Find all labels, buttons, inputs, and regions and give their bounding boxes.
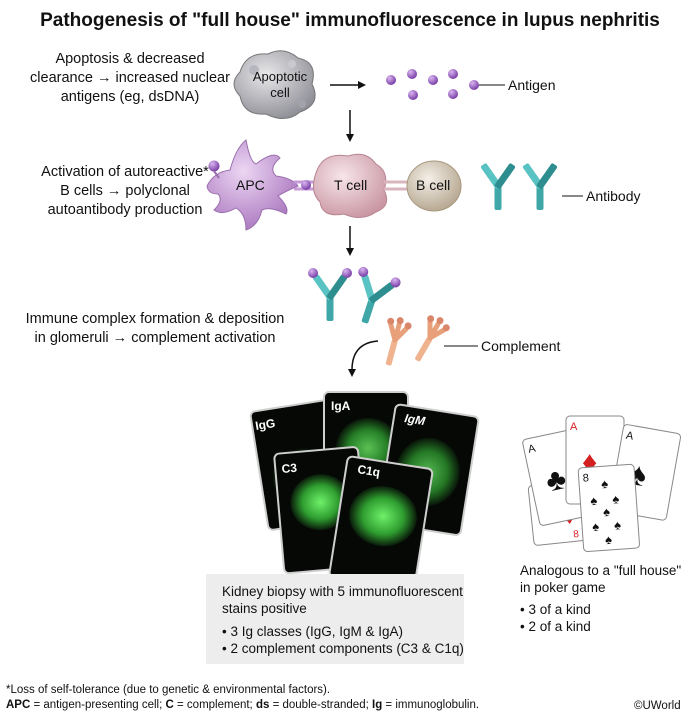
- abbr-def: = complement;: [173, 699, 256, 711]
- abbr-term: APC: [6, 699, 31, 711]
- abbr-def: = immunoglobulin.: [382, 699, 480, 711]
- step-line: Apoptosis & decreased: [55, 51, 205, 67]
- arrow-right: [330, 81, 366, 89]
- antigen-label: Antigen: [508, 77, 556, 93]
- poker-note-heading: Analogous to a "full house": [520, 563, 682, 578]
- antibody-icon: [522, 162, 558, 210]
- b-cell: [406, 160, 462, 212]
- card-rank: A: [527, 442, 537, 455]
- immune-complex: [308, 268, 352, 321]
- svg-text:♠: ♠: [603, 504, 611, 519]
- apc-cell: [206, 139, 299, 231]
- tcell-bcell-synapse: [384, 180, 410, 191]
- abbr-term: ds: [255, 699, 270, 711]
- abbr-term: C: [165, 699, 174, 711]
- arrow-curved-down: [348, 340, 379, 377]
- page-title: Pathogenesis of "full house" immunofluor…: [40, 10, 660, 31]
- step-line: clearance → increased nuclear: [30, 70, 230, 86]
- abbr-term: Ig: [372, 699, 383, 711]
- apoptotic-cell: [233, 50, 316, 119]
- arrow-down-1: [346, 110, 354, 142]
- footnote-line-1: *Loss of self-tolerance (due to genetic …: [6, 684, 331, 696]
- poker-note: Analogous to a "full house" in poker gam…: [520, 562, 681, 635]
- box-bullet: • 2 complement components (C3 & C1q): [222, 641, 464, 656]
- complement-label: Complement: [481, 338, 561, 354]
- step-line: in glomeruli → complement activation: [34, 330, 276, 346]
- step-line: antigens (eg, dsDNA): [60, 89, 200, 105]
- abbr-def: = double-stranded;: [269, 699, 372, 711]
- antibody-label: Antibody: [586, 188, 641, 204]
- label-line: cell: [270, 85, 290, 100]
- abbr-def: = antigen-presenting cell;: [30, 699, 166, 711]
- card-rank: A: [625, 430, 635, 443]
- poker-note-heading: in poker game: [520, 580, 606, 595]
- step-apoptosis-text: Apoptosis & decreased clearance → increa…: [10, 50, 250, 107]
- complement-icon: [376, 314, 414, 369]
- apoptotic-cell-label: Apoptotic cell: [249, 69, 311, 101]
- step-line: B cells → polyclonal: [60, 183, 190, 199]
- svg-text:♠: ♠: [605, 532, 613, 547]
- poker-note-bullet: • 3 of a kind: [520, 602, 591, 617]
- stain-label: C1q: [357, 462, 382, 479]
- complement-icon: [406, 311, 453, 367]
- stain-label: IgG: [254, 416, 276, 433]
- step-immune-complex-text: Immune complex formation & deposition in…: [4, 310, 306, 348]
- antibody-icon: [480, 162, 516, 210]
- tcell-label: T cell: [334, 177, 368, 193]
- svg-text:♠: ♠: [614, 517, 622, 532]
- svg-text:♠: ♠: [612, 491, 620, 506]
- stain-card-c1q: [328, 455, 434, 591]
- box-bullet: • 3 Ig classes (IgG, IgM & IgA): [222, 624, 404, 639]
- step-activation-text: Activation of autoreactive* B cells → po…: [5, 163, 245, 220]
- bcell-label: B cell: [416, 177, 451, 193]
- svg-text:♠: ♠: [592, 519, 600, 534]
- step-line: autoantibody production: [47, 202, 203, 218]
- poker-note-bullet: • 2 of a kind: [520, 619, 591, 634]
- copyright: ©UWorld: [634, 700, 681, 712]
- card-rank: 8: [582, 472, 589, 484]
- svg-text:♠: ♠: [601, 476, 609, 491]
- biopsy-box: [206, 574, 464, 664]
- biopsy-box-text: Kidney biopsy with 5 immunofluorescent s…: [222, 583, 464, 657]
- box-heading-line: stains positive: [222, 601, 307, 616]
- step-line: Immune complex formation & deposition: [25, 311, 285, 327]
- immune-complex: [347, 266, 401, 329]
- box-heading-line: Kidney biopsy with 5 immunofluorescent: [222, 584, 463, 599]
- card-rank: 8: [573, 529, 580, 541]
- stain-label: IgM: [404, 411, 428, 428]
- apc-label: APC: [236, 177, 265, 193]
- card-rank: A: [570, 421, 578, 433]
- svg-text:♠: ♠: [590, 493, 598, 508]
- stain-label: IgA: [331, 399, 351, 413]
- step-line: Activation of autoreactive*: [41, 164, 209, 180]
- t-cell: [313, 153, 388, 218]
- antigen-group: [386, 69, 505, 100]
- footnote-abbreviations: APC = antigen-presenting cell; C = compl…: [6, 699, 479, 711]
- poker-card-eight-spades: 8 ♠ ♠ ♠ ♠ ♠ ♠ ♠: [577, 463, 640, 553]
- arrow-down-2: [346, 226, 354, 256]
- stain-label: C3: [281, 461, 298, 476]
- label-line: Apoptotic: [252, 69, 308, 84]
